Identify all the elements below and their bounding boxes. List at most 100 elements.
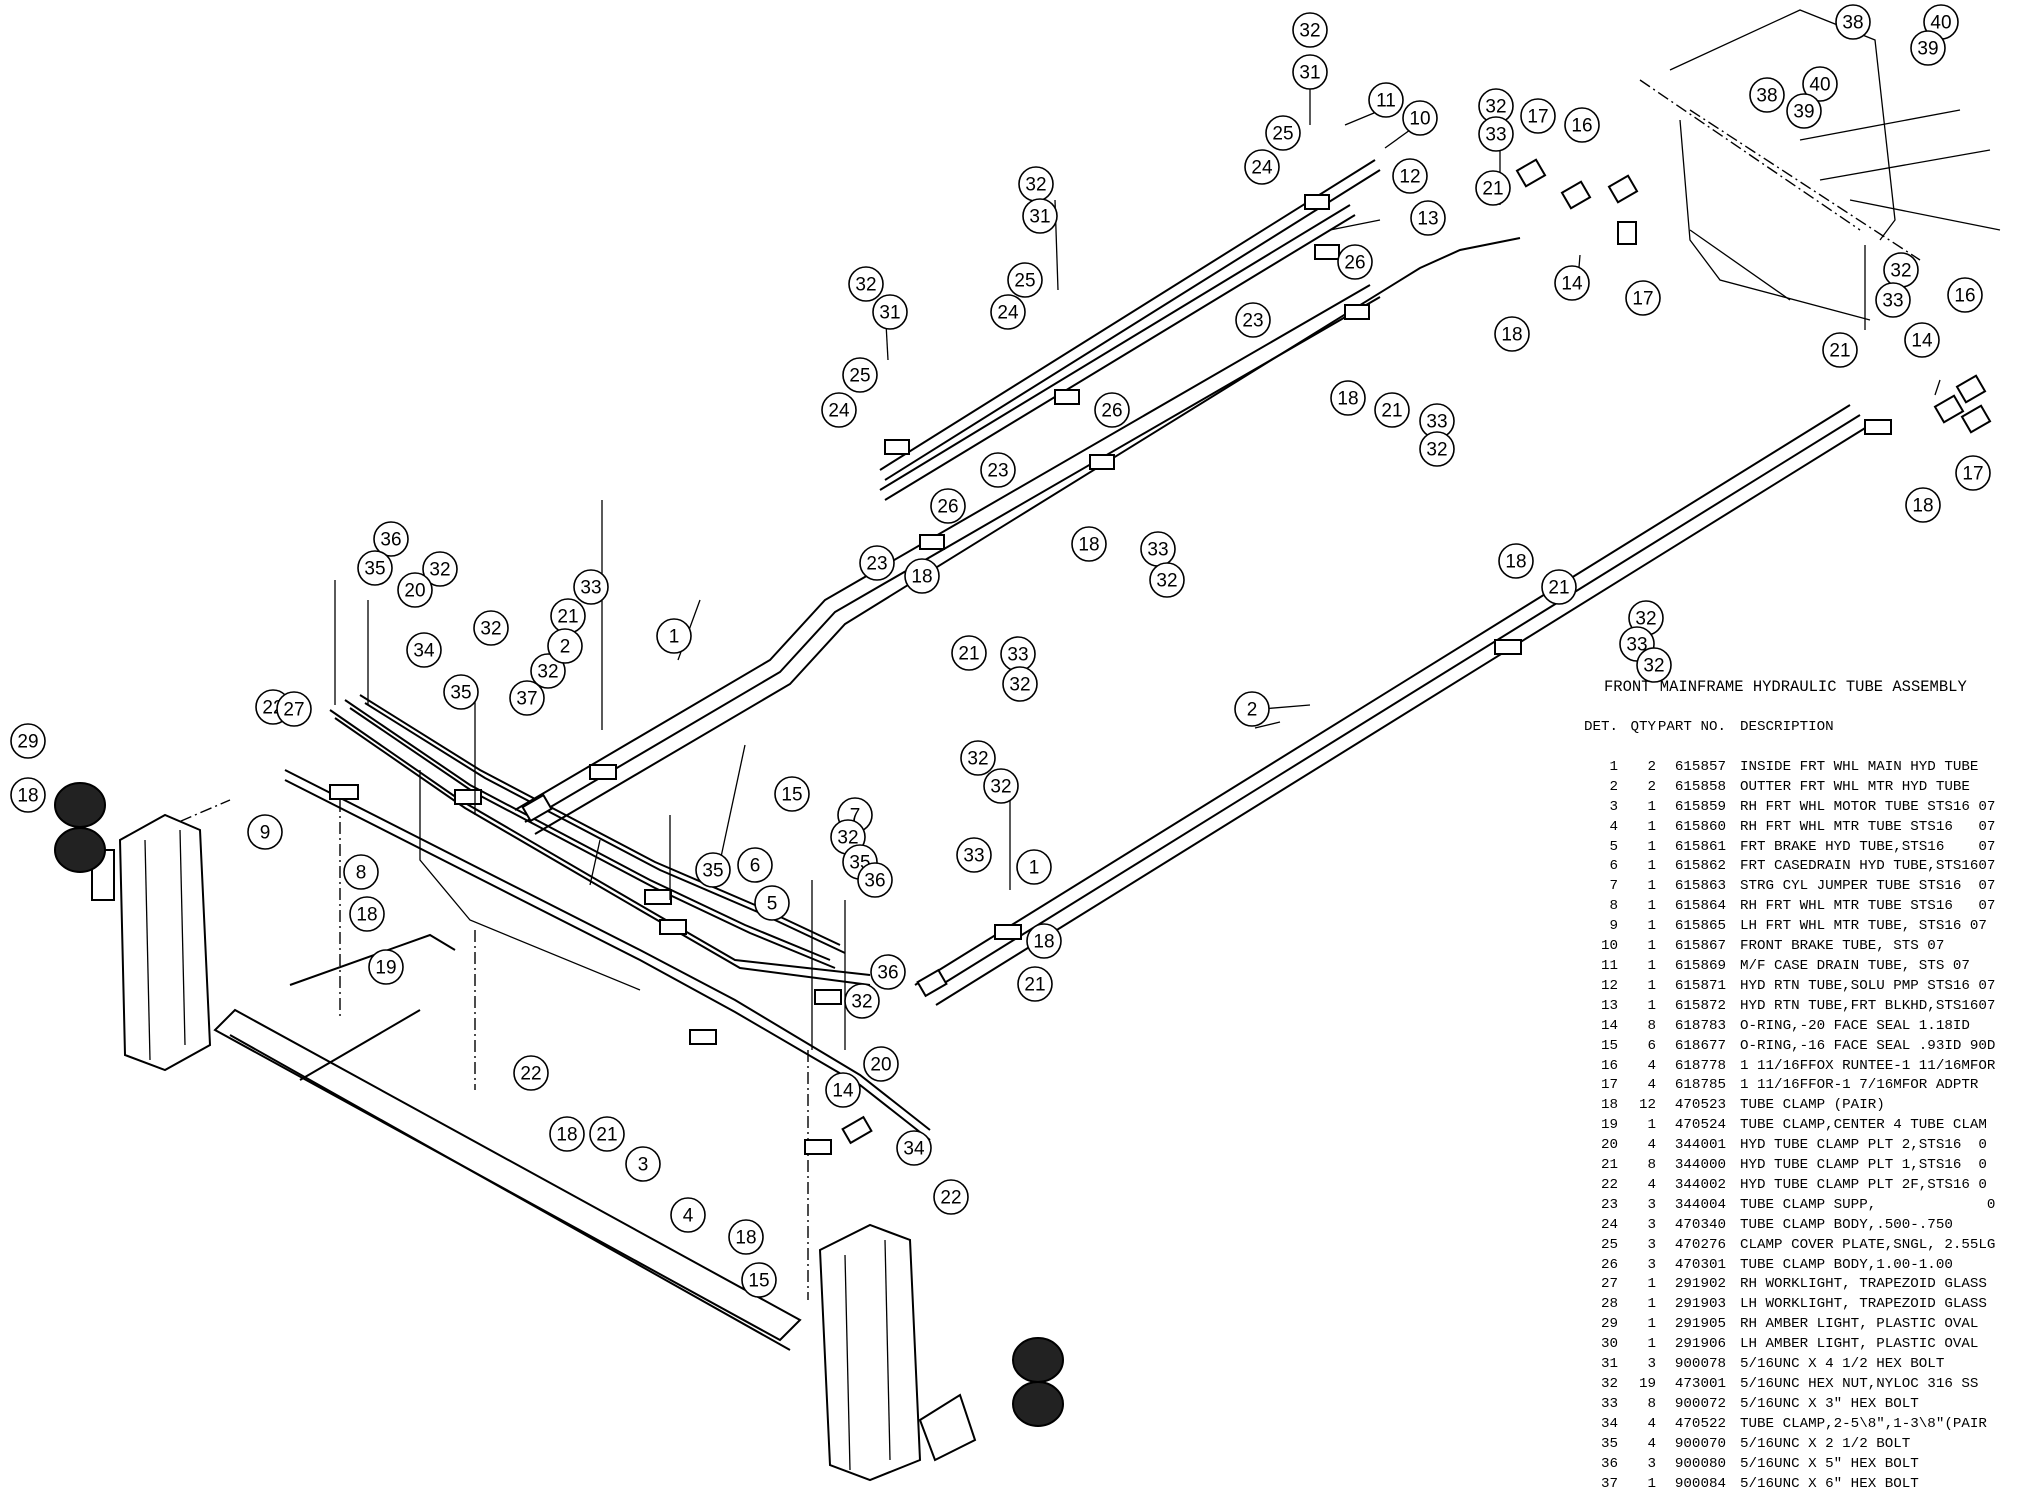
callout-bubble: 10 [1402, 100, 1438, 136]
callout-circle [1026, 923, 1062, 959]
callout-number: 10 [1409, 109, 1430, 130]
callout-circle [904, 558, 940, 594]
bom-cell-part: 344001 [1674, 1137, 1726, 1154]
callout-circle [1786, 93, 1822, 129]
callout-number: 40 [1930, 13, 1951, 34]
bom-cell-desc: HYD RTN TUBE,FRT BLKHD,STS1607 [1740, 997, 1996, 1014]
callout-circle [1541, 569, 1577, 605]
lights [54, 782, 1064, 1427]
bom-cell-det: 15 [1600, 1037, 1618, 1054]
callout-number: 32 [837, 828, 858, 849]
callout-bubble: 9 [247, 814, 283, 850]
callout-number: 17 [1527, 107, 1548, 128]
callout-bubble: 17 [1955, 455, 1991, 491]
fittings [521, 158, 1992, 1145]
callout-number: 21 [1482, 179, 1503, 200]
callout-number: 18 [1078, 535, 1099, 556]
bom-header-qty: QTY [1630, 719, 1656, 735]
callout-circle [1002, 666, 1038, 702]
callout-circle [513, 1055, 549, 1091]
callout-bubble: 3 [625, 1146, 661, 1182]
callout-number: 32 [1299, 21, 1320, 42]
callout-bubble: 4 [670, 1197, 706, 1233]
callout-number: 32 [855, 275, 876, 296]
callout-bubble: 23 [1235, 302, 1271, 338]
callout-circle [509, 680, 545, 716]
callout-bubble: 39 [1910, 30, 1946, 66]
callout-number: 32 [1426, 440, 1447, 461]
callout-bubble: 1 [656, 618, 692, 654]
callout-number: 33 [1147, 540, 1168, 561]
callout-number: 38 [1756, 86, 1777, 107]
callout-bubble: 12 [1392, 158, 1428, 194]
callout-number: 32 [851, 992, 872, 1013]
callout-bubble: 32 [1636, 647, 1672, 683]
callout-bubble: 20 [863, 1046, 899, 1082]
callout-circle [1554, 265, 1590, 301]
bom-cell-qty: 3 [1647, 1356, 1656, 1373]
callout-circle [737, 847, 773, 883]
callout-number: 18 [17, 786, 38, 807]
callout-circle [859, 545, 895, 581]
bom-cell-part: 615863 [1674, 878, 1726, 895]
callout-number: 1 [1029, 858, 1040, 879]
callout-number: 32 [1635, 609, 1656, 630]
callout-bubble: 21 [1475, 170, 1511, 206]
callout-circle [695, 852, 731, 888]
callout-number: 21 [1381, 401, 1402, 422]
bom-cell-desc: RH FRT WHL MTR TUBE STS16 07 [1740, 898, 1996, 915]
callout-bubble: 32 [422, 551, 458, 587]
bom-cell-det: 14 [1600, 1017, 1618, 1034]
callout-circle [397, 572, 433, 608]
callout-number: 33 [1626, 635, 1647, 656]
callout-number: 1 [669, 627, 680, 648]
callout-bubble: 32 [830, 819, 866, 855]
callout-number: 2 [1247, 700, 1258, 721]
bom-cell-qty: 19 [1638, 1376, 1656, 1392]
callout-bubble: 40 [1923, 4, 1959, 40]
callout-circle [573, 569, 609, 605]
callout-number: 24 [828, 401, 850, 422]
callout-number: 39 [1793, 102, 1814, 123]
callout-circle [1265, 115, 1301, 151]
callout-bubble: 38 [1835, 4, 1871, 40]
callout-bubble: 34 [896, 1130, 932, 1166]
callout-circle [670, 1197, 706, 1233]
callout-circle [1007, 262, 1043, 298]
bom-cell-det: 24 [1600, 1216, 1618, 1233]
callout-number: 25 [1014, 271, 1035, 292]
callout-circle [863, 1046, 899, 1082]
bom-cell-det: 9 [1609, 918, 1618, 935]
callout-circle [1419, 431, 1455, 467]
callout-circle [1564, 107, 1600, 143]
callout-number: 21 [1829, 341, 1850, 362]
callout-number: 14 [1911, 331, 1933, 352]
callout-number: 5 [767, 894, 778, 915]
callout-bubble: 18 [728, 1219, 764, 1255]
bom-cell-part: 344002 [1674, 1176, 1726, 1193]
bom-cell-qty: 1 [1647, 838, 1656, 855]
bom-cell-desc: TUBE CLAMP SUPP, 0 [1740, 1196, 1996, 1213]
callout-bubble: 18 [1330, 380, 1366, 416]
callout-bubble: 23 [859, 545, 895, 581]
callout-bubble: 1 [1016, 849, 1052, 885]
callout-number: 24 [1251, 158, 1273, 179]
callout-circle [1905, 487, 1941, 523]
callout-circle [870, 954, 906, 990]
callout-circle [1235, 302, 1271, 338]
bom-cell-det: 30 [1600, 1336, 1618, 1353]
callout-circle [1094, 392, 1130, 428]
callout-circle [1292, 54, 1328, 90]
callout-number: 21 [596, 1125, 617, 1146]
callout-bubble: 27 [276, 691, 312, 727]
callout-number: 6 [750, 856, 761, 877]
